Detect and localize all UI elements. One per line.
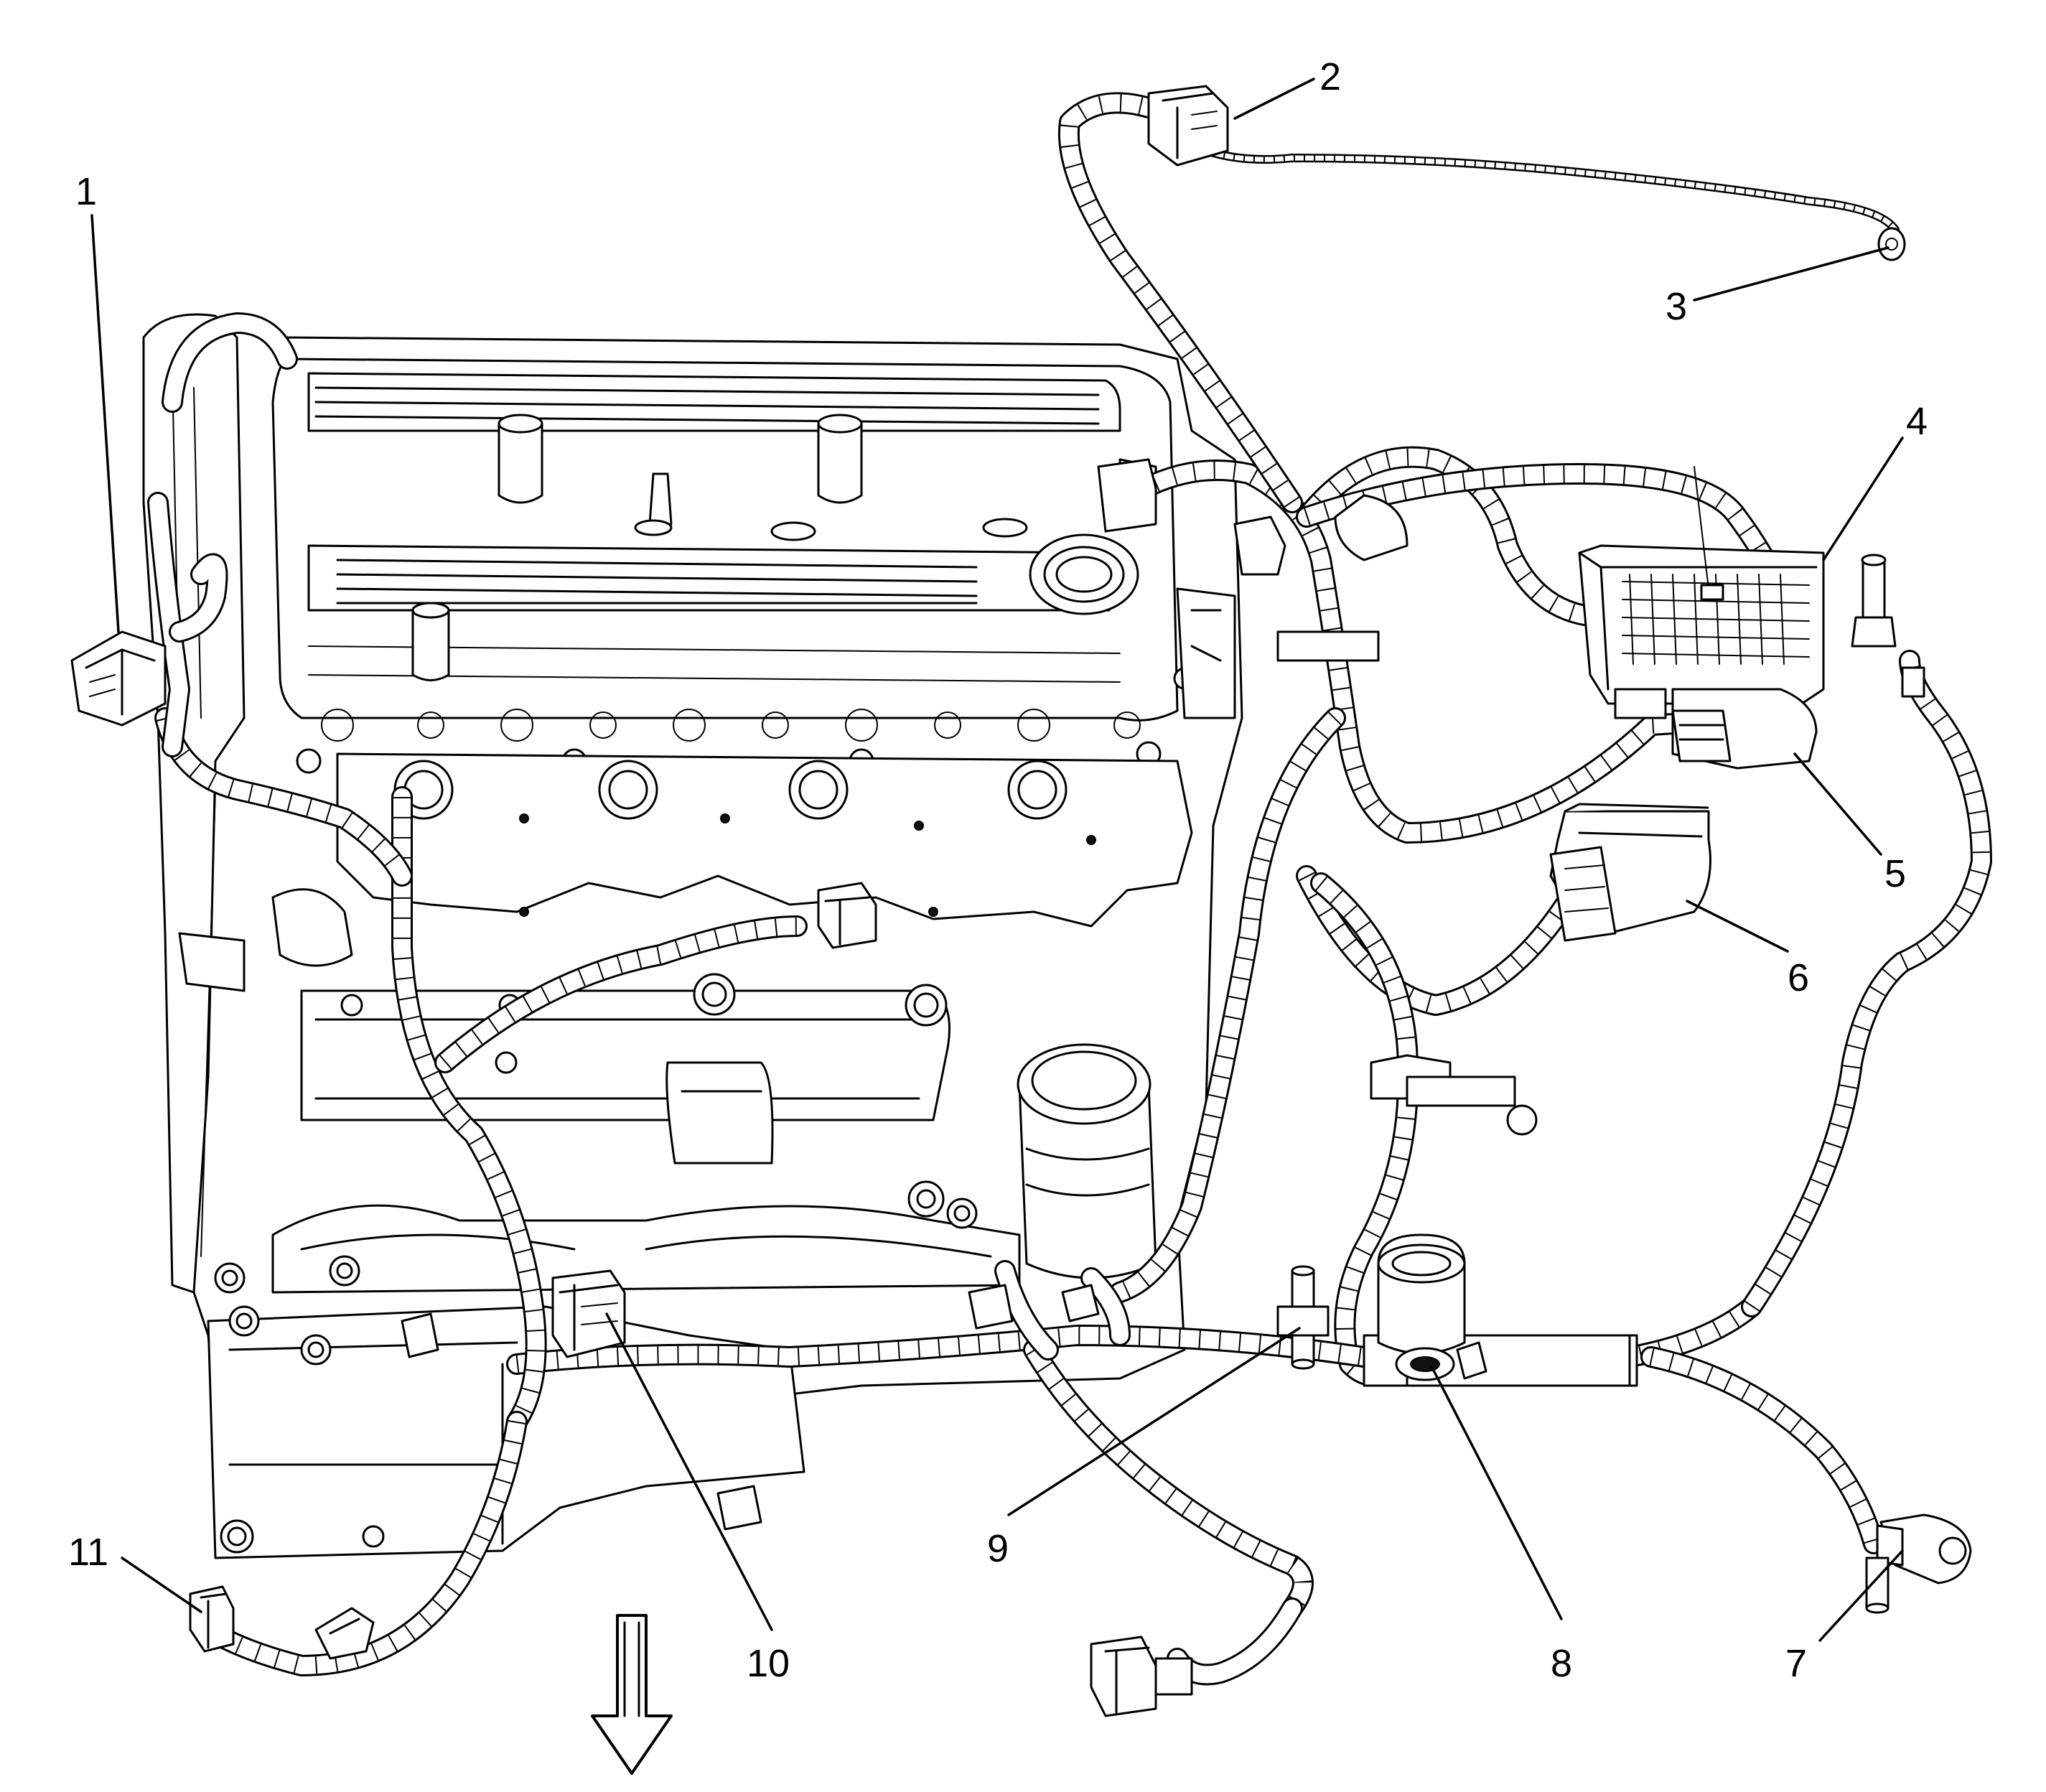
callout-4: 4 (1906, 400, 1928, 443)
connector-5[interactable] (1671, 688, 1818, 770)
leader-10 (605, 1312, 773, 1631)
ecm-connector-4[interactable] (1578, 466, 1825, 719)
fuel-injector-connectors (401, 1284, 1100, 1531)
connector-6[interactable] (1549, 803, 1711, 942)
callouts: 1 2 3 4 5 6 7 8 9 10 11 (68, 55, 1928, 1685)
crankshaft-sensor-7[interactable] (1865, 1513, 1972, 1614)
sensor-9[interactable] (1276, 1265, 1330, 1370)
callout-5: 5 (1884, 852, 1906, 895)
callout-1: 1 (75, 170, 97, 213)
sensor-top-right (1851, 554, 1925, 698)
callout-10: 10 (747, 1642, 790, 1685)
leader-4 (1822, 437, 1904, 561)
callout-2: 2 (1319, 55, 1341, 98)
ground-terminal-3 (1877, 227, 1906, 261)
down-arrow-icon (591, 1614, 673, 1775)
leader-8 (1431, 1366, 1563, 1620)
callout-7: 7 (1785, 1642, 1807, 1685)
connector-mid-block (817, 882, 877, 949)
connector-8[interactable] (1377, 1233, 1487, 1381)
leader-2 (1233, 78, 1315, 120)
connector-2[interactable] (1147, 85, 1229, 167)
thermostat-housing (178, 888, 353, 992)
callout-9: 9 (987, 1527, 1009, 1570)
connector-bottom-middle (1090, 1635, 1193, 1717)
callout-6: 6 (1788, 956, 1809, 999)
intake-manifold (271, 973, 1021, 1294)
engine-assembly (142, 313, 1243, 1559)
leader-5 (1793, 752, 1882, 856)
connector-10[interactable] (551, 1269, 626, 1358)
connector-11[interactable] (189, 1585, 235, 1653)
ecm-pin-grid (1622, 574, 1810, 665)
connector-top-right-block (1097, 458, 1286, 576)
leader-6 (1686, 900, 1789, 953)
leader-lines (90, 78, 1904, 1642)
connector-1[interactable] (70, 630, 167, 727)
callout-3: 3 (1666, 285, 1687, 328)
leader-7 (1818, 1549, 1904, 1642)
connector-bottom-left-pair (314, 1607, 375, 1660)
callout-8: 8 (1551, 1642, 1572, 1685)
cam-cover (271, 358, 1179, 774)
ignition-coil-posts (411, 414, 1028, 681)
leader-1 (90, 214, 120, 633)
throttle-body (1017, 1043, 1157, 1279)
ground-wire-branch (1057, 92, 1900, 513)
leader-11 (121, 1557, 202, 1613)
wiring-harness (147, 312, 1992, 1686)
callout-11: 11 (68, 1531, 108, 1574)
leader-9 (1007, 1327, 1301, 1516)
leader-3 (1693, 246, 1889, 302)
